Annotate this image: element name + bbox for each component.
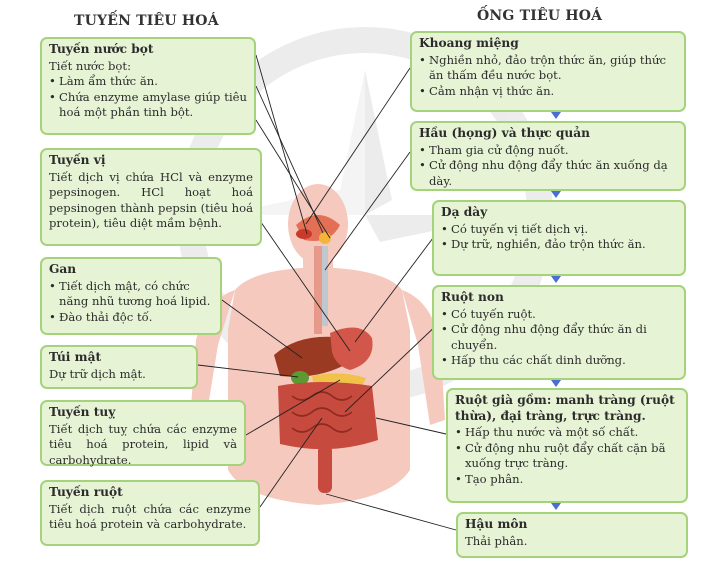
tract-box-small-intestine: Ruột non Có tuyến ruột. Cử động nhu động… xyxy=(432,285,686,380)
gland-box-salivary: Tuyến nước bọt Tiết nước bọt: Làm ẩm thứ… xyxy=(40,37,256,135)
mouth-region xyxy=(296,215,340,244)
gland-list: Tiết dịch mật, có chức năng nhũ tương ho… xyxy=(49,279,213,326)
gland-intro: Tiết nước bọt: xyxy=(49,58,131,73)
tract-text: Thải phân. xyxy=(465,533,528,548)
gland-title: Tuyến ruột xyxy=(49,485,123,499)
tract-title: Hậu môn xyxy=(465,517,528,531)
tract-heading: ỐNG TIÊU HOÁ xyxy=(477,8,603,24)
tract-title: Dạ dày xyxy=(441,205,488,219)
esophagus xyxy=(314,246,328,334)
gland-text: Tiết dịch vị chứa HCl và enzyme pepsinog… xyxy=(49,169,253,231)
tract-box-large-intestine: Ruột già gồm: manh tràng (ruột thừa), đạ… xyxy=(446,388,688,503)
gland-box-pancreas: Tuyến tuỵ Tiết dịch tuỵ chứa các enzyme … xyxy=(40,400,246,467)
tract-title: Khoang miệng xyxy=(419,36,519,50)
list-item: Hấp thu nước và một số chất. xyxy=(455,425,679,441)
tract-list: Có tuyến vị tiết dịch vị. Dự trữ, nghiền… xyxy=(441,222,677,253)
glands-heading: TUYẾN TIÊU HOÁ xyxy=(74,13,219,29)
arrow-down-icon xyxy=(551,503,561,510)
list-item: Tiết dịch mật, có chức năng nhũ tương ho… xyxy=(49,279,213,310)
list-item: Cử động nhu động đẩy thức ăn di chuyển. xyxy=(441,322,677,353)
list-item: Dự trữ, nghiền, đảo trộn thức ăn. xyxy=(441,237,677,253)
gland-title: Túi mật xyxy=(49,350,102,364)
tract-box-pharynx-esophagus: Hầu (họng) và thực quản Tham gia cử động… xyxy=(410,121,686,191)
gland-text: Tiết dịch ruột chứa các enzyme tiêu hoá … xyxy=(49,501,251,532)
list-item: Làm ẩm thức ăn. xyxy=(49,74,247,90)
liver xyxy=(274,336,350,377)
tract-title: Ruột non xyxy=(441,290,504,304)
tract-list: Tham gia cử động nuốt. Cử động nhu động … xyxy=(419,143,677,190)
tract-title: Hầu (họng) và thực quản xyxy=(419,126,591,140)
gland-box-liver: Gan Tiết dịch mật, có chức năng nhũ tươn… xyxy=(40,257,222,335)
list-item: Đào thải độc tố. xyxy=(49,310,213,326)
list-item: Chứa enzyme amylase giúp tiêu hoá một ph… xyxy=(49,90,247,121)
tract-box-anus: Hậu môn Thải phân. xyxy=(456,512,688,558)
gland-text: Dự trữ dịch mật. xyxy=(49,366,146,381)
tract-list: Hấp thu nước và một số chất. Cử động nhu… xyxy=(455,425,679,487)
gland-box-intestinal: Tuyến ruột Tiết dịch ruột chứa các enzym… xyxy=(40,480,260,546)
gland-title: Gan xyxy=(49,262,77,276)
gland-list: Làm ẩm thức ăn. Chứa enzyme amylase giúp… xyxy=(49,74,247,121)
tract-list: Có tuyến ruột. Cử động nhu động đẩy thức… xyxy=(441,307,677,369)
list-item: Tạo phân. xyxy=(455,472,679,488)
list-item: Có tuyến vị tiết dịch vị. xyxy=(441,222,677,238)
list-item: Cử động nhu động đẩy thức ăn xuống dạ dà… xyxy=(419,158,677,189)
arrow-down-icon xyxy=(551,380,561,387)
gland-box-gallbladder: Túi mật Dự trữ dịch mật. xyxy=(40,345,198,389)
list-item: Hấp thu các chất dinh dưỡng. xyxy=(441,353,677,369)
gland-box-gastric: Tuyến vị Tiết dịch vị chứa HCl và enzyme… xyxy=(40,148,262,246)
list-item: Có tuyến ruột. xyxy=(441,307,677,323)
gland-title: Tuyến tuỵ xyxy=(49,405,116,419)
list-item: Tham gia cử động nuốt. xyxy=(419,143,677,159)
tract-title: Ruột già gồm: manh tràng (ruột thừa), đạ… xyxy=(455,393,675,423)
list-item: Cảm nhận vị thức ăn. xyxy=(419,84,677,100)
leader-lines xyxy=(197,54,457,531)
gland-text: Tiết dịch tuỵ chứa các enzyme tiêu hoá p… xyxy=(49,421,237,467)
arrow-down-icon xyxy=(551,112,561,119)
gland-title: Tuyến vị xyxy=(49,153,106,167)
flow-arrows xyxy=(551,112,561,510)
intestines xyxy=(278,382,378,493)
gallbladder xyxy=(291,371,309,385)
tract-box-mouth: Khoang miệng Nghiền nhỏ, đảo trộn thức ă… xyxy=(410,31,686,112)
list-item: Nghiền nhỏ, đảo trộn thức ăn, giúp thức … xyxy=(419,53,677,84)
list-item: Cử động nhu ruột đẩy chất cặn bã xuống t… xyxy=(455,441,679,472)
tract-box-stomach: Dạ dày Có tuyến vị tiết dịch vị. Dự trữ,… xyxy=(432,200,686,276)
arrow-down-icon xyxy=(551,276,561,283)
tract-list: Nghiền nhỏ, đảo trộn thức ăn, giúp thức … xyxy=(419,53,677,100)
arrow-down-icon xyxy=(551,191,561,198)
gland-title: Tuyến nước bọt xyxy=(49,42,154,56)
